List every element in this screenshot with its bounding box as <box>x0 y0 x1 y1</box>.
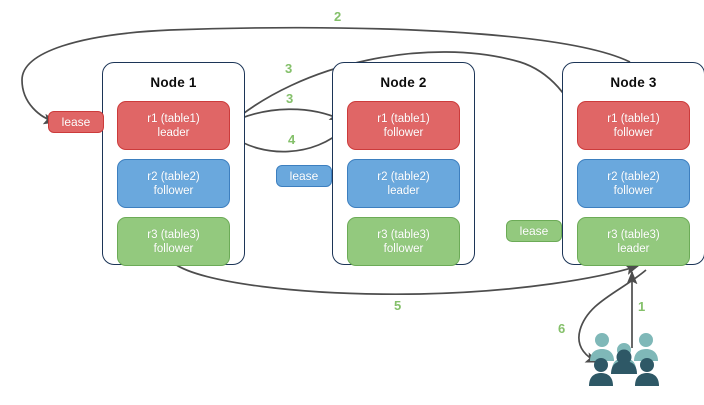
replica-role: follower <box>153 184 194 197</box>
replica-list: r1 (table1) leader r2 (table2) follower … <box>117 101 230 275</box>
replica-role: follower <box>613 184 654 197</box>
replica-name: r2 (table2) <box>377 170 430 183</box>
node-title: Node 2 <box>380 75 427 90</box>
replica-name: r2 (table2) <box>147 170 200 183</box>
replica-role: follower <box>613 126 654 139</box>
step-label-4: 4 <box>288 132 296 147</box>
lease-badge-r2[interactable]: lease <box>276 165 332 187</box>
replica-name: r1 (table1) <box>147 112 200 125</box>
replica-role: follower <box>153 242 194 255</box>
connector-step-6 <box>578 269 647 363</box>
step-label-3-upper: 3 <box>285 61 293 76</box>
replica-list: r1 (table1) follower r2 (table2) followe… <box>577 101 690 275</box>
node-card-node3[interactable]: Node 3 r1 (table1) follower r2 (table2) … <box>562 62 704 266</box>
replica-r3[interactable]: r3 (table3) leader <box>577 217 690 266</box>
replica-list: r1 (table1) follower r2 (table2) leader … <box>347 101 460 275</box>
replica-name: r3 (table3) <box>607 228 660 241</box>
node-card-node2[interactable]: Node 2 r1 (table1) follower r2 (table2) … <box>332 62 475 266</box>
step-label-5: 5 <box>394 298 402 313</box>
users-icon <box>589 333 659 386</box>
replica-r2[interactable]: r2 (table2) leader <box>347 159 460 208</box>
replica-name: r2 (table2) <box>607 170 660 183</box>
replica-r1[interactable]: r1 (table1) follower <box>347 101 460 150</box>
replica-r1[interactable]: r1 (table1) follower <box>577 101 690 150</box>
replica-r2[interactable]: r2 (table2) follower <box>577 159 690 208</box>
replica-role: follower <box>383 126 424 139</box>
replica-role: leader <box>387 184 420 197</box>
replica-name: r3 (table3) <box>377 228 430 241</box>
replica-r3[interactable]: r3 (table3) follower <box>117 217 230 266</box>
step-label-3-lower: 3 <box>286 91 294 106</box>
replica-role: follower <box>383 242 424 255</box>
connector-step-3-upper <box>227 51 579 127</box>
connector-step-2 <box>21 26 631 125</box>
connector-step-5 <box>174 263 640 296</box>
lease-badge-r3[interactable]: lease <box>506 220 562 242</box>
step-label-2: 2 <box>334 9 342 24</box>
node-card-node1[interactable]: Node 1 r1 (table1) leader r2 (table2) fo… <box>102 62 245 266</box>
node-title: Node 3 <box>610 75 657 90</box>
replica-name: r1 (table1) <box>607 112 660 125</box>
replica-role: leader <box>157 126 190 139</box>
users-group <box>588 330 660 388</box>
step-label-1: 1 <box>638 299 646 314</box>
step-label-6: 6 <box>558 321 566 336</box>
replica-role: leader <box>617 242 650 255</box>
lease-badge-r1[interactable]: lease <box>48 111 104 133</box>
node-title: Node 1 <box>150 75 197 90</box>
replica-name: r3 (table3) <box>147 228 200 241</box>
replica-name: r1 (table1) <box>377 112 430 125</box>
replica-r2[interactable]: r2 (table2) follower <box>117 159 230 208</box>
replica-r1[interactable]: r1 (table1) leader <box>117 101 230 150</box>
replica-r3[interactable]: r3 (table3) follower <box>347 217 460 266</box>
